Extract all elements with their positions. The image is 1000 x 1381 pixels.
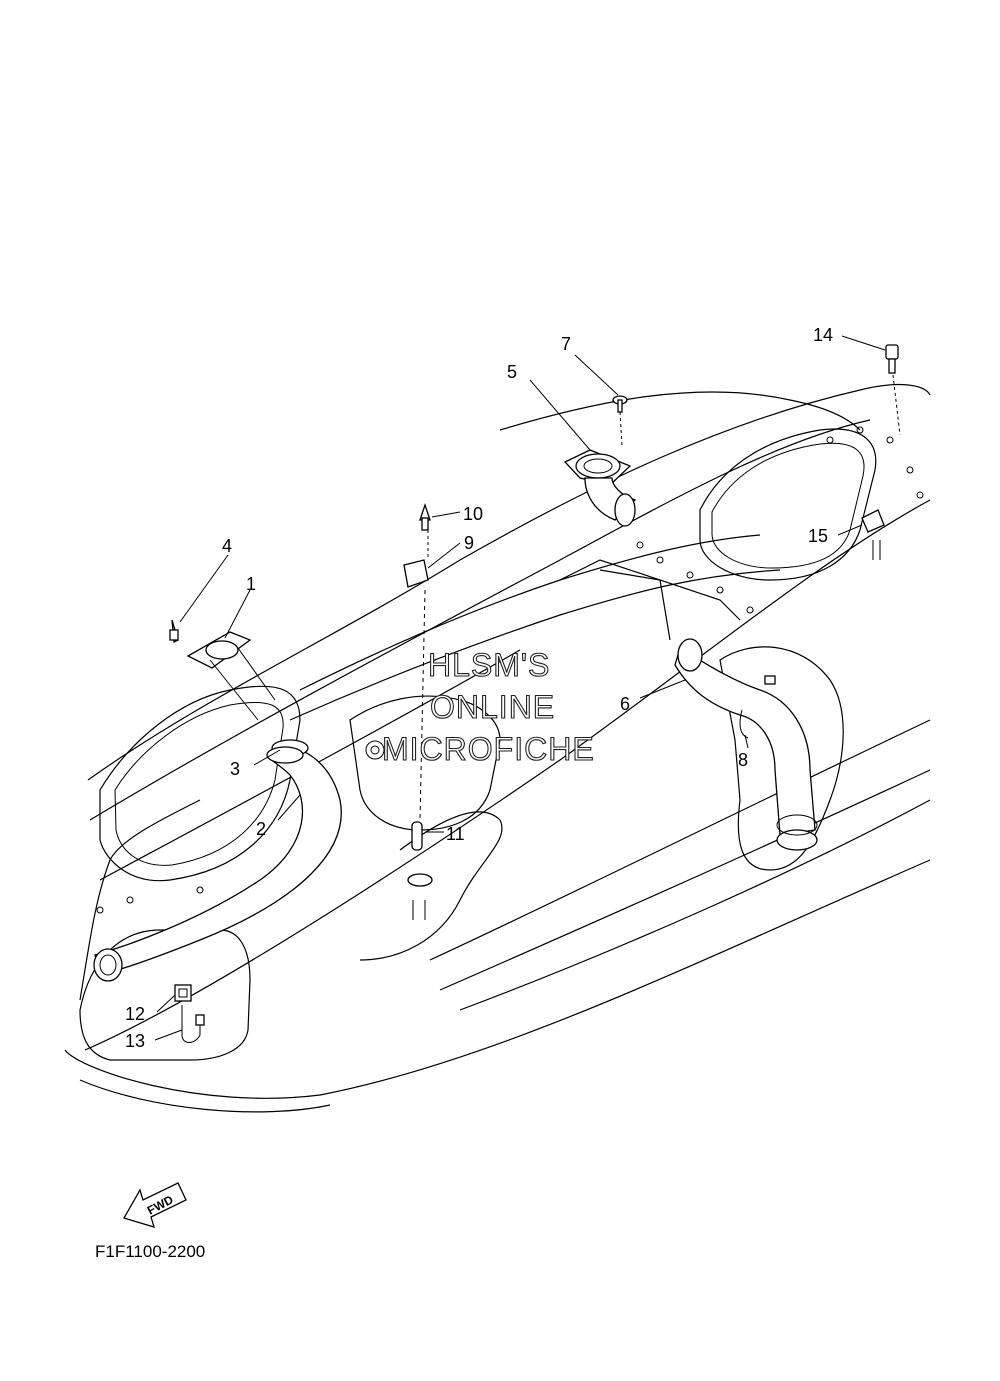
fwd-arrow-icon: FWD <box>123 1182 187 1228</box>
watermark-line-2: ONLINE <box>430 689 555 725</box>
callout-3: 3 <box>230 759 240 779</box>
callout-13: 13 <box>125 1031 145 1051</box>
callout-5: 5 <box>507 362 517 382</box>
part-8-band <box>739 675 776 739</box>
callout-10: 10 <box>463 504 483 524</box>
callout-1: 1 <box>246 574 256 594</box>
part-2-vent-hose <box>93 744 342 982</box>
part-12-grommet <box>174 984 192 1002</box>
callout-2: 2 <box>256 819 266 839</box>
watermark: HLSM'S ONLINE MICROFICHE <box>381 646 595 767</box>
hull-outline <box>64 384 931 1113</box>
part-5-duct-elbow <box>563 449 637 527</box>
part-3-clamp <box>266 739 309 764</box>
callouts: 1 2 3 4 5 6 7 8 9 10 11 12 13 14 15 <box>125 325 833 1051</box>
callout-11: 11 <box>446 824 465 844</box>
part-9-cap <box>403 559 429 588</box>
callout-9: 9 <box>464 533 474 553</box>
callout-15: 15 <box>808 526 828 546</box>
callout-12: 12 <box>125 1004 145 1024</box>
part-10-rivet <box>419 502 431 531</box>
callout-4: 4 <box>222 536 232 556</box>
leader-lines <box>154 335 886 1041</box>
part-1-duct-flange <box>186 631 276 721</box>
part-11-pipe <box>407 821 433 920</box>
callout-8: 8 <box>738 750 748 770</box>
part-4-rivet <box>169 619 179 644</box>
part-15-clip <box>861 509 885 560</box>
part-14-bolt <box>885 344 899 374</box>
part-13-harness <box>181 1005 205 1043</box>
guide-lines <box>419 374 901 821</box>
callout-6: 6 <box>620 694 630 714</box>
part-6-vent-hose <box>674 638 818 851</box>
watermark-line-1: HLSM'S <box>428 647 550 683</box>
watermark-line-3: MICROFICHE <box>382 731 595 767</box>
diagram-code: F1F1100-2200 <box>95 1242 205 1261</box>
callout-14: 14 <box>813 325 833 345</box>
part-7-screw <box>612 395 628 413</box>
callout-7: 7 <box>561 334 571 354</box>
